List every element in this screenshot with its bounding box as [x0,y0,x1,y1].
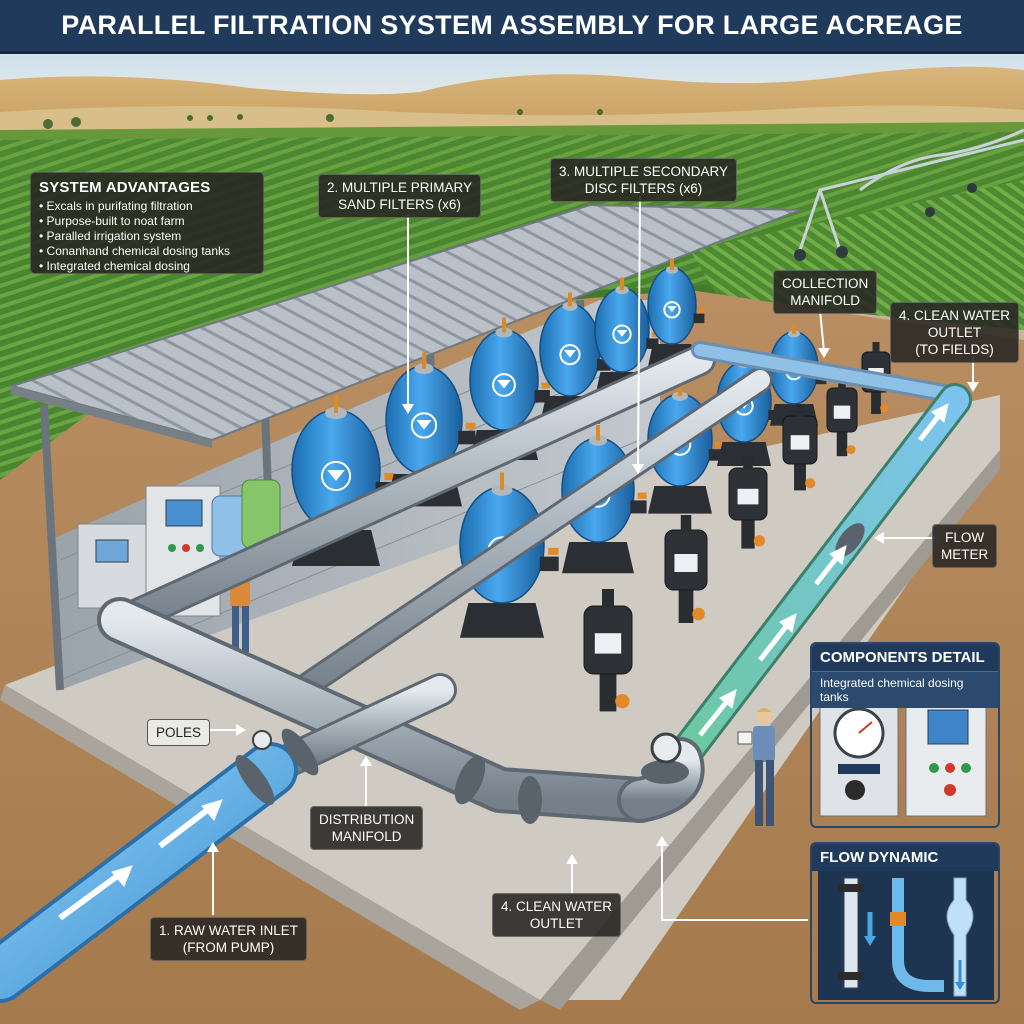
components-detail-subheading: Integrated chemical dosing tanks [812,671,998,708]
label-line: OUTLET [927,325,982,340]
list-item: Excals in purifating filtration [39,199,255,214]
flow-meter-label: FLOW METER [932,524,998,568]
poles-label: POLES [147,719,211,746]
label-line: 3. MULTIPLE SECONDARY [559,164,729,179]
tank-logo-icon [320,460,352,492]
label-line: (TO FIELDS) [915,342,994,357]
label-line: OUTLET [529,916,584,931]
secondary-disc-filters-label: 3. MULTIPLE SECONDARY DISC FILTERS (x6) [550,158,738,202]
tank-logo-icon [559,344,581,366]
primary-sand-filters-label: 2. MULTIPLE PRIMARY SAND FILTERS (x6) [318,174,482,218]
valve-icon [708,449,724,461]
label-line: MANIFOLD [790,293,861,308]
list-item: Paralled irrigation system [39,229,255,244]
label-line: POLES [156,725,202,740]
label-line: 4. CLEAN WATER [899,308,1011,323]
label-line: 4. CLEAN WATER [501,899,613,914]
advantages-heading: SYSTEM ADVANTAGES [39,179,211,196]
list-item: Integrated chemical dosing [39,259,255,274]
worker-right [737,708,775,826]
clean-water-outlet-top-label: 4. CLEAN WATER OUTLET (TO FIELDS) [890,302,1020,363]
flow-dynamic-heading: FLOW DYNAMIC [812,844,998,871]
disc-filter [664,515,708,623]
valve-icon [597,359,611,371]
disc-filter [826,377,858,457]
components-detail-illustration [819,697,987,817]
label-line: 2. MULTIPLE PRIMARY [327,180,473,195]
valve-icon [630,500,647,514]
advantages-list: Excals in purifating filtration Purpose-… [39,199,255,274]
page-title: PARALLEL FILTRATION SYSTEM ASSEMBLY FOR … [0,0,1024,54]
system-advantages-box: SYSTEM ADVANTAGES Excals in purifating f… [30,172,264,274]
tank-logo-icon [612,324,632,344]
components-detail-panel: COMPONENTS DETAIL Integrated chemical do… [810,642,1000,828]
distribution-manifold-label: DISTRIBUTION MANIFOLD [310,806,424,850]
flow-dynamic-panel: FLOW DYNAMIC [810,842,1000,1004]
valve-icon [693,313,705,324]
disc-filter [583,589,633,712]
label-line: METER [941,547,989,562]
list-item: Purpose-built to noat farm [39,214,255,229]
tank-logo-icon [663,301,681,319]
label-line: COLLECTION [782,276,869,291]
tank-logo-icon [492,373,516,397]
valve-icon [646,338,659,349]
label-line: DISTRIBUTION [319,812,415,827]
raw-water-inlet-label: 1. RAW WATER INLET (FROM PUMP) [150,917,308,961]
valve-icon [539,556,559,572]
valve-icon [458,430,476,445]
label-line: DISC FILTERS (x6) [584,181,703,196]
disc-filter [728,455,768,549]
label-line: FLOW [945,530,985,545]
label-line: SAND FILTERS (x6) [338,197,461,212]
control-cabinet-left [77,523,149,609]
disc-filter [782,404,818,491]
label-line: (FROM PUMP) [182,940,275,955]
label-line: 1. RAW WATER INLET [159,923,299,938]
list-item: Conanhand chemical dosing tanks [39,244,255,259]
tank-logo-icon [410,412,438,439]
flow-dynamic-illustration [818,868,994,1000]
components-detail-heading: COMPONENTS DETAIL [812,644,998,671]
label-line: MANIFOLD [331,829,402,844]
clean-water-outlet-bottom-label: 4. CLEAN WATER OUTLET [492,893,622,937]
collection-manifold-label: COLLECTION MANIFOLD [773,270,878,314]
